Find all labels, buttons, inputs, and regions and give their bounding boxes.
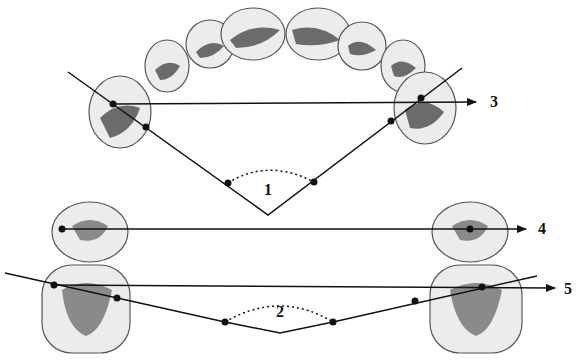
callout-number: 3 bbox=[490, 94, 498, 110]
callout-number: 4 bbox=[538, 221, 546, 237]
callout-number: 5 bbox=[564, 281, 572, 297]
lower-teeth bbox=[42, 202, 522, 353]
measurement-lines bbox=[5, 68, 555, 333]
upper-teeth-surfaces bbox=[100, 28, 444, 138]
callout-number: 1 bbox=[264, 182, 272, 198]
measurement-points bbox=[51, 95, 486, 326]
callout-number: 2 bbox=[276, 304, 284, 320]
lower-teeth-surfaces bbox=[62, 220, 502, 336]
upper-teeth bbox=[89, 8, 456, 148]
